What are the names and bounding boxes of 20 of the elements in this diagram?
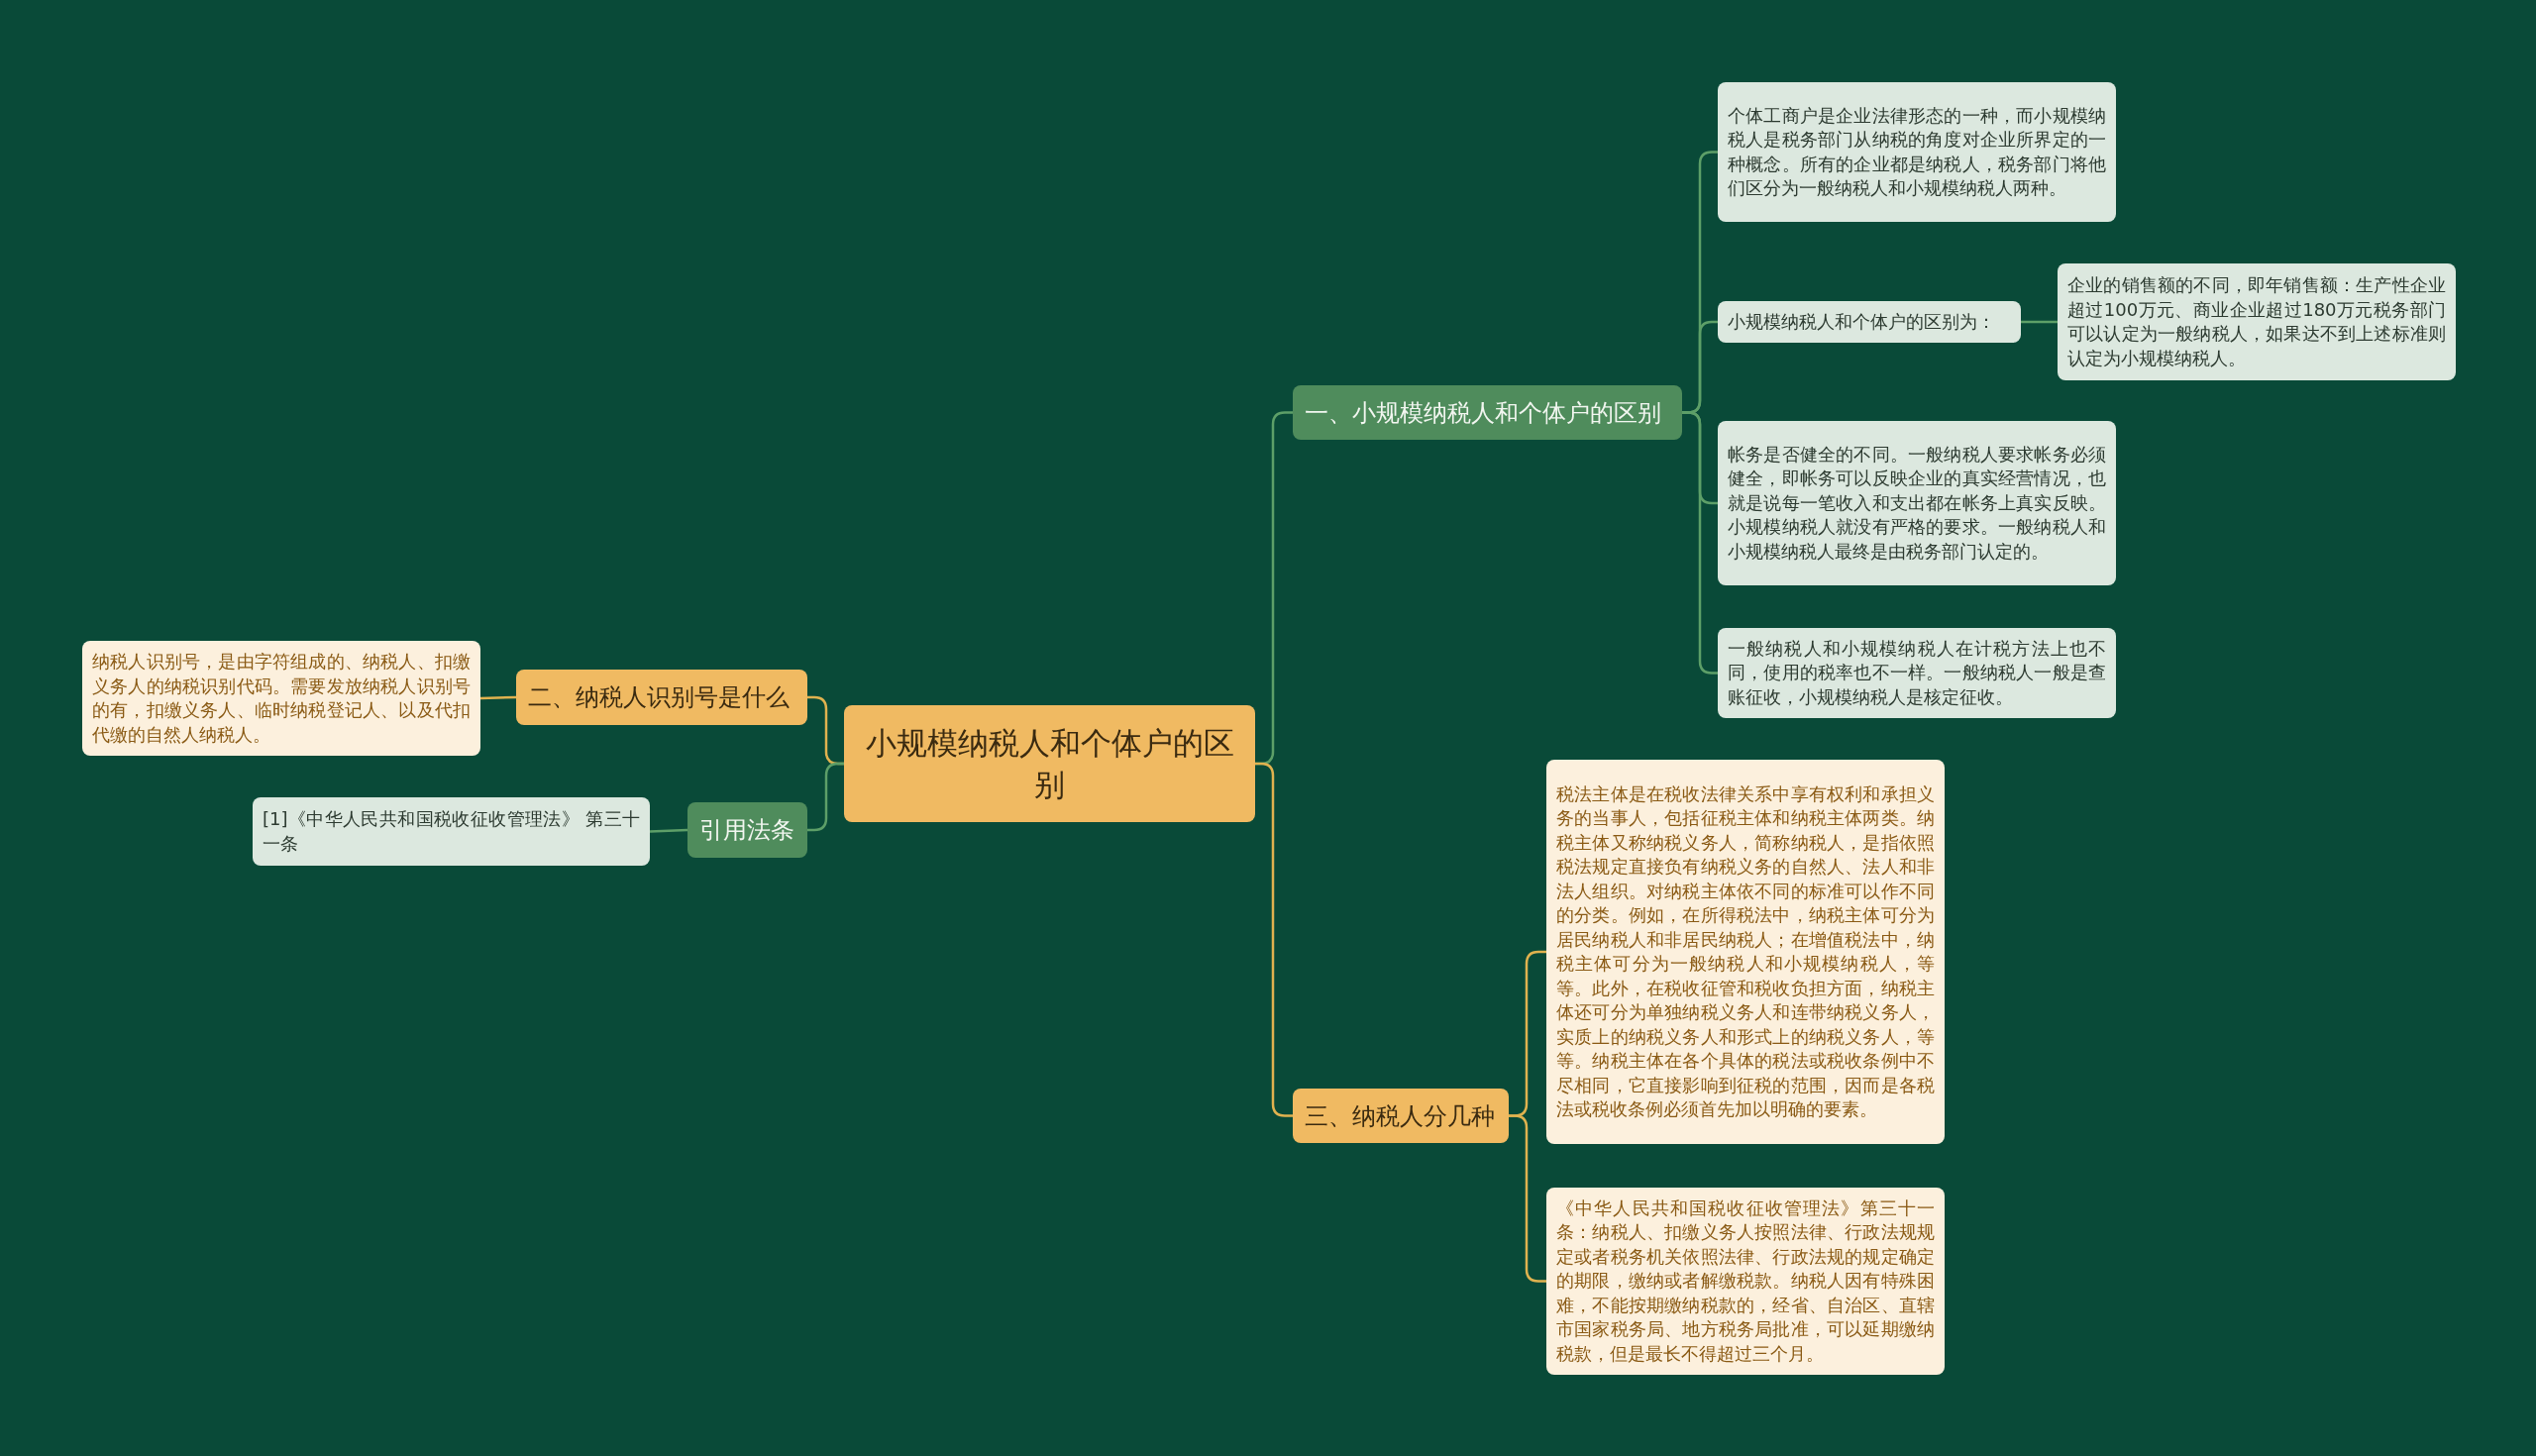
branch-topic: 一、小规模纳税人和个体户的区别: [1293, 385, 1682, 440]
connector-line: [479, 695, 517, 700]
note-box: 帐务是否健全的不同。一般纳税人要求帐务必须健全，即帐务可以反映企业的真实经营情况，也就是说每一笔收入和支出都在帐务上真实反映。小规模纳税人就没有严格的要求。一般纳税人和小规模纳税人最终是由税务部门认定的。: [1718, 421, 2116, 585]
connector-line: [1255, 762, 1293, 1117]
note-box: 企业的销售额的不同，即年销售额：生产性企业超过100万元、商业企业超过180万元税务部门可以认定为一般纳税人，如果达不到上述标准则认定为小规模纳税人。: [2058, 263, 2456, 380]
branch-topic: 二、纳税人识别号是什么: [516, 670, 807, 725]
connector-line: [2021, 320, 2058, 324]
note-box: 税法主体是在税收法律关系中享有权利和承担义务的当事人，包括征税主体和纳税主体两类。纳税主体又称纳税义务人，简称纳税人，是指依照税法规定直接负有纳税义务的自然人、法人和非法人组织。对纳税主体依不同的标准可以作不同的分类。例如，在所得税法中，纳税主体可分为居民纳税人和非居民纳税人；在增值税法中，纳税主体可分为一般纳税人和小规模纳税人，等等。此外，在税收征管和税收负担方面，纳税主体还可分为单独纳税义务人和连带纳税义务人，实质上的纳税义务人和形式上的纳税义务人，等等。纳税主体在各个具体的税法或税收条例中不尽相同，它直接影响到征税的范围，因而是各税法或税收条例必须首先加以明确的要素。: [1546, 760, 1945, 1144]
note-box: 《中华人民共和国税收征收管理法》第三十一条：纳税人、扣缴义务人按照法律、行政法规规定或者税务机关依照法律、行政法规的规定确定的期限，缴纳或者解缴税款。纳税人因有特殊困难，不能按期缴纳税款的，经省、自治区、直辖市国家税务局、地方税务局批准，可以延期缴纳税款，但是最长不得超过三个月。: [1546, 1188, 1945, 1375]
note-box: 小规模纳税人和个体户的区别为：: [1718, 301, 2021, 343]
note-box: 纳税人识别号，是由字符组成的、纳税人、扣缴义务人的纳税识别代码。需要发放纳税人识别号的有，扣缴义务人、临时纳税登记人、以及代扣代缴的自然人纳税人。: [82, 641, 480, 756]
branch-topic: 引用法条: [687, 802, 807, 858]
connector-line: [807, 762, 844, 832]
note-box: [1]《中华人民共和国税收征收管理法》 第三十一条: [253, 797, 650, 866]
note-box: 个体工商户是企业法律形态的一种，而小规模纳税人是税务部门从纳税的角度对企业所界定的一种概念。所有的企业都是纳税人，税务部门将他们区分为一般纳税人和小规模纳税人两种。: [1718, 82, 2116, 222]
central-topic: 小规模纳税人和个体户的区别: [844, 705, 1255, 822]
connector-line: [649, 828, 688, 833]
connector-line: [1509, 1114, 1546, 1283]
note-box: 一般纳税人和小规模纳税人在计税方法上也不同，使用的税率也不一样。一般纳税人一般是查账征收，小规模纳税人是核定征收。: [1718, 628, 2116, 718]
branch-topic: 三、纳税人分几种: [1293, 1089, 1509, 1143]
